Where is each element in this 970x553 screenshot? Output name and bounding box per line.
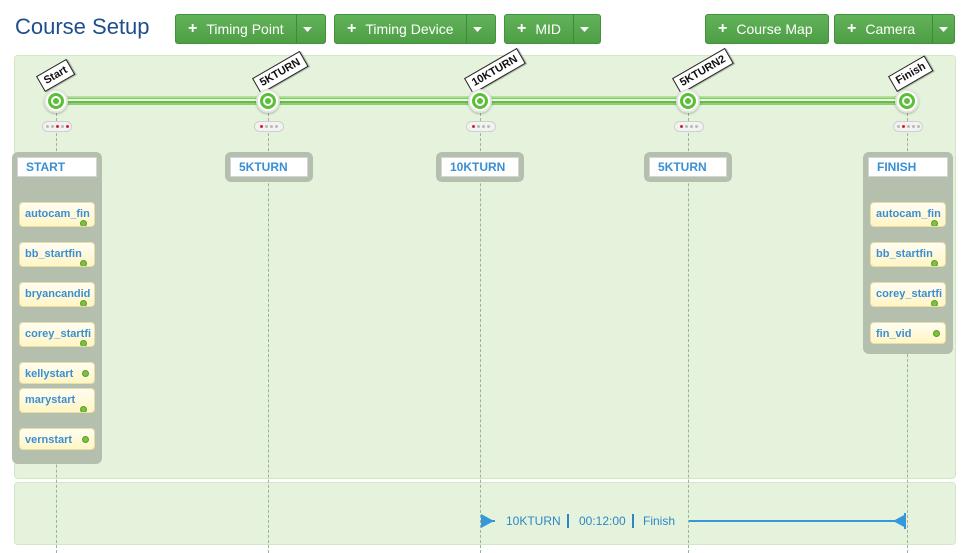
status-led-icon bbox=[933, 330, 940, 337]
status-led-icon bbox=[931, 300, 938, 306]
device-label: corey_startfi bbox=[25, 328, 92, 340]
course-node-5kturn2[interactable] bbox=[676, 89, 700, 113]
guide-line bbox=[480, 108, 481, 553]
course-node-10kturn[interactable] bbox=[468, 89, 492, 113]
course-node-finish[interactable] bbox=[895, 89, 919, 113]
status-led-icon bbox=[80, 220, 87, 226]
timing-point-10kturn[interactable]: 10KTURN bbox=[436, 152, 524, 182]
device-label: corey_startfi bbox=[876, 288, 943, 300]
camera-dropdown-toggle[interactable] bbox=[932, 15, 954, 43]
status-indicator bbox=[254, 121, 284, 132]
status-led-icon bbox=[82, 370, 89, 377]
button-label: Timing Device bbox=[365, 21, 454, 37]
plus-icon: + bbox=[347, 20, 357, 37]
timing-point-label[interactable]: 5KTURN bbox=[230, 157, 308, 177]
chevron-down-icon bbox=[302, 26, 312, 32]
device-corey-startfi[interactable]: corey_startfi bbox=[19, 322, 95, 347]
timing-point-label[interactable]: START bbox=[17, 157, 97, 177]
segment-end-marker bbox=[904, 513, 906, 529]
status-led-icon bbox=[80, 406, 87, 412]
device-bb-startfin[interactable]: bb_startfin bbox=[19, 242, 95, 267]
status-led-icon bbox=[80, 300, 87, 306]
guide-line bbox=[268, 108, 269, 553]
add-camera-button[interactable]: + Camera bbox=[834, 14, 955, 44]
segment-start-flag-icon[interactable] bbox=[481, 514, 494, 528]
device-bb-startfin[interactable]: bb_startfin bbox=[870, 242, 946, 267]
course-node-start[interactable] bbox=[44, 89, 68, 113]
device-label: autocam_fin bbox=[25, 208, 90, 220]
separator bbox=[567, 514, 569, 528]
button-label: Timing Point bbox=[206, 21, 284, 37]
plus-icon: + bbox=[718, 20, 728, 37]
button-label: MID bbox=[535, 21, 562, 37]
device-label: bb_startfin bbox=[876, 248, 933, 260]
plus-icon: + bbox=[188, 20, 198, 37]
segment-end-flag-icon[interactable] bbox=[893, 514, 906, 528]
device-label: marystart bbox=[25, 394, 76, 406]
device-label: autocam_fin bbox=[876, 208, 941, 220]
timing-point-label[interactable]: FINISH bbox=[868, 157, 948, 177]
segment-to-label: Finish bbox=[643, 514, 676, 528]
status-led-icon bbox=[931, 260, 938, 266]
device-autocam-fin[interactable]: autocam_fin bbox=[870, 202, 946, 227]
course-node-5kturn[interactable] bbox=[256, 89, 280, 113]
timing-point-dropdown-toggle[interactable] bbox=[295, 15, 318, 43]
status-indicator bbox=[674, 121, 704, 132]
button-label: Course Map bbox=[736, 21, 813, 37]
status-led-icon bbox=[931, 220, 938, 226]
status-indicator bbox=[42, 121, 72, 132]
device-bryancandid[interactable]: bryancandid bbox=[19, 282, 95, 307]
button-label: Camera bbox=[865, 21, 916, 37]
device-autocam-fin[interactable]: autocam_fin bbox=[19, 202, 95, 227]
status-led-icon bbox=[80, 260, 87, 266]
segment-from-label: 10KTURN bbox=[506, 514, 561, 528]
timing-device-dropdown-toggle[interactable] bbox=[465, 15, 488, 43]
add-timing-point-button[interactable]: + Timing Point bbox=[175, 14, 326, 44]
status-indicator bbox=[893, 121, 923, 132]
timing-point-5kturn2[interactable]: 5KTURN bbox=[644, 152, 732, 182]
guide-line bbox=[688, 108, 689, 553]
course-map-button[interactable]: + Course Map bbox=[705, 14, 829, 44]
page-title: Course Setup bbox=[15, 14, 150, 39]
device-marystart[interactable]: marystart bbox=[19, 388, 95, 413]
chevron-down-icon bbox=[472, 26, 482, 32]
add-timing-device-button[interactable]: + Timing Device bbox=[334, 14, 496, 44]
device-label: fin_vid bbox=[876, 328, 912, 340]
timing-point-start[interactable]: START autocam_fin bb_startfin bryancandi… bbox=[12, 152, 102, 464]
device-vernstart[interactable]: vernstart bbox=[19, 428, 95, 450]
timing-point-label[interactable]: 5KTURN bbox=[649, 157, 727, 177]
course-panel bbox=[14, 55, 956, 479]
device-corey-startfi[interactable]: corey_startfi bbox=[870, 282, 946, 307]
segment-duration: 00:12:00 bbox=[579, 514, 626, 528]
device-kellystart[interactable]: kellystart bbox=[19, 362, 95, 384]
timing-point-finish[interactable]: FINISH autocam_fin bb_startfin corey_sta… bbox=[863, 152, 953, 354]
plus-icon: + bbox=[517, 20, 527, 37]
segment-line bbox=[689, 520, 905, 522]
timing-point-label[interactable]: 10KTURN bbox=[441, 157, 519, 177]
device-label: kellystart bbox=[25, 368, 74, 380]
status-led-icon bbox=[80, 340, 87, 346]
timing-point-5kturn[interactable]: 5KTURN bbox=[225, 152, 313, 182]
add-mid-button[interactable]: + MID bbox=[504, 14, 601, 44]
chevron-down-icon bbox=[580, 26, 590, 32]
separator bbox=[632, 514, 634, 528]
mid-dropdown-toggle[interactable] bbox=[573, 15, 595, 43]
device-label: bryancandid bbox=[25, 288, 91, 300]
device-fin-vid[interactable]: fin_vid bbox=[870, 322, 946, 344]
device-label: bb_startfin bbox=[25, 248, 82, 260]
chevron-down-icon bbox=[939, 26, 948, 32]
device-label: vernstart bbox=[25, 434, 73, 446]
status-indicator bbox=[466, 121, 496, 132]
plus-icon: + bbox=[847, 20, 857, 37]
status-led-icon bbox=[82, 436, 89, 443]
timeline-panel bbox=[14, 482, 956, 545]
